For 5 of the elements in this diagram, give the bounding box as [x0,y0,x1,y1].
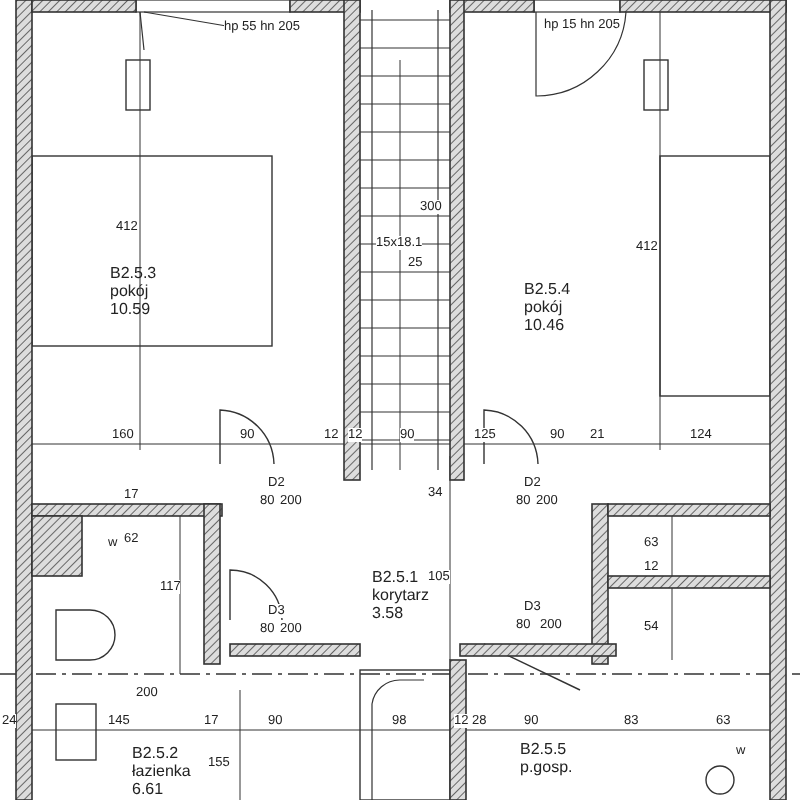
room-label: B2.5.4 pokój 10.46 [524,280,571,334]
room-label: B2.5.2 łazienka 6.61 [132,744,191,798]
room-label: B2.5.5 p.gosp. [520,740,573,776]
room-label: B2.5.1 korytarz 3.58 [372,568,429,622]
room-label: B2.5.3 pokój 10.59 [110,264,157,318]
